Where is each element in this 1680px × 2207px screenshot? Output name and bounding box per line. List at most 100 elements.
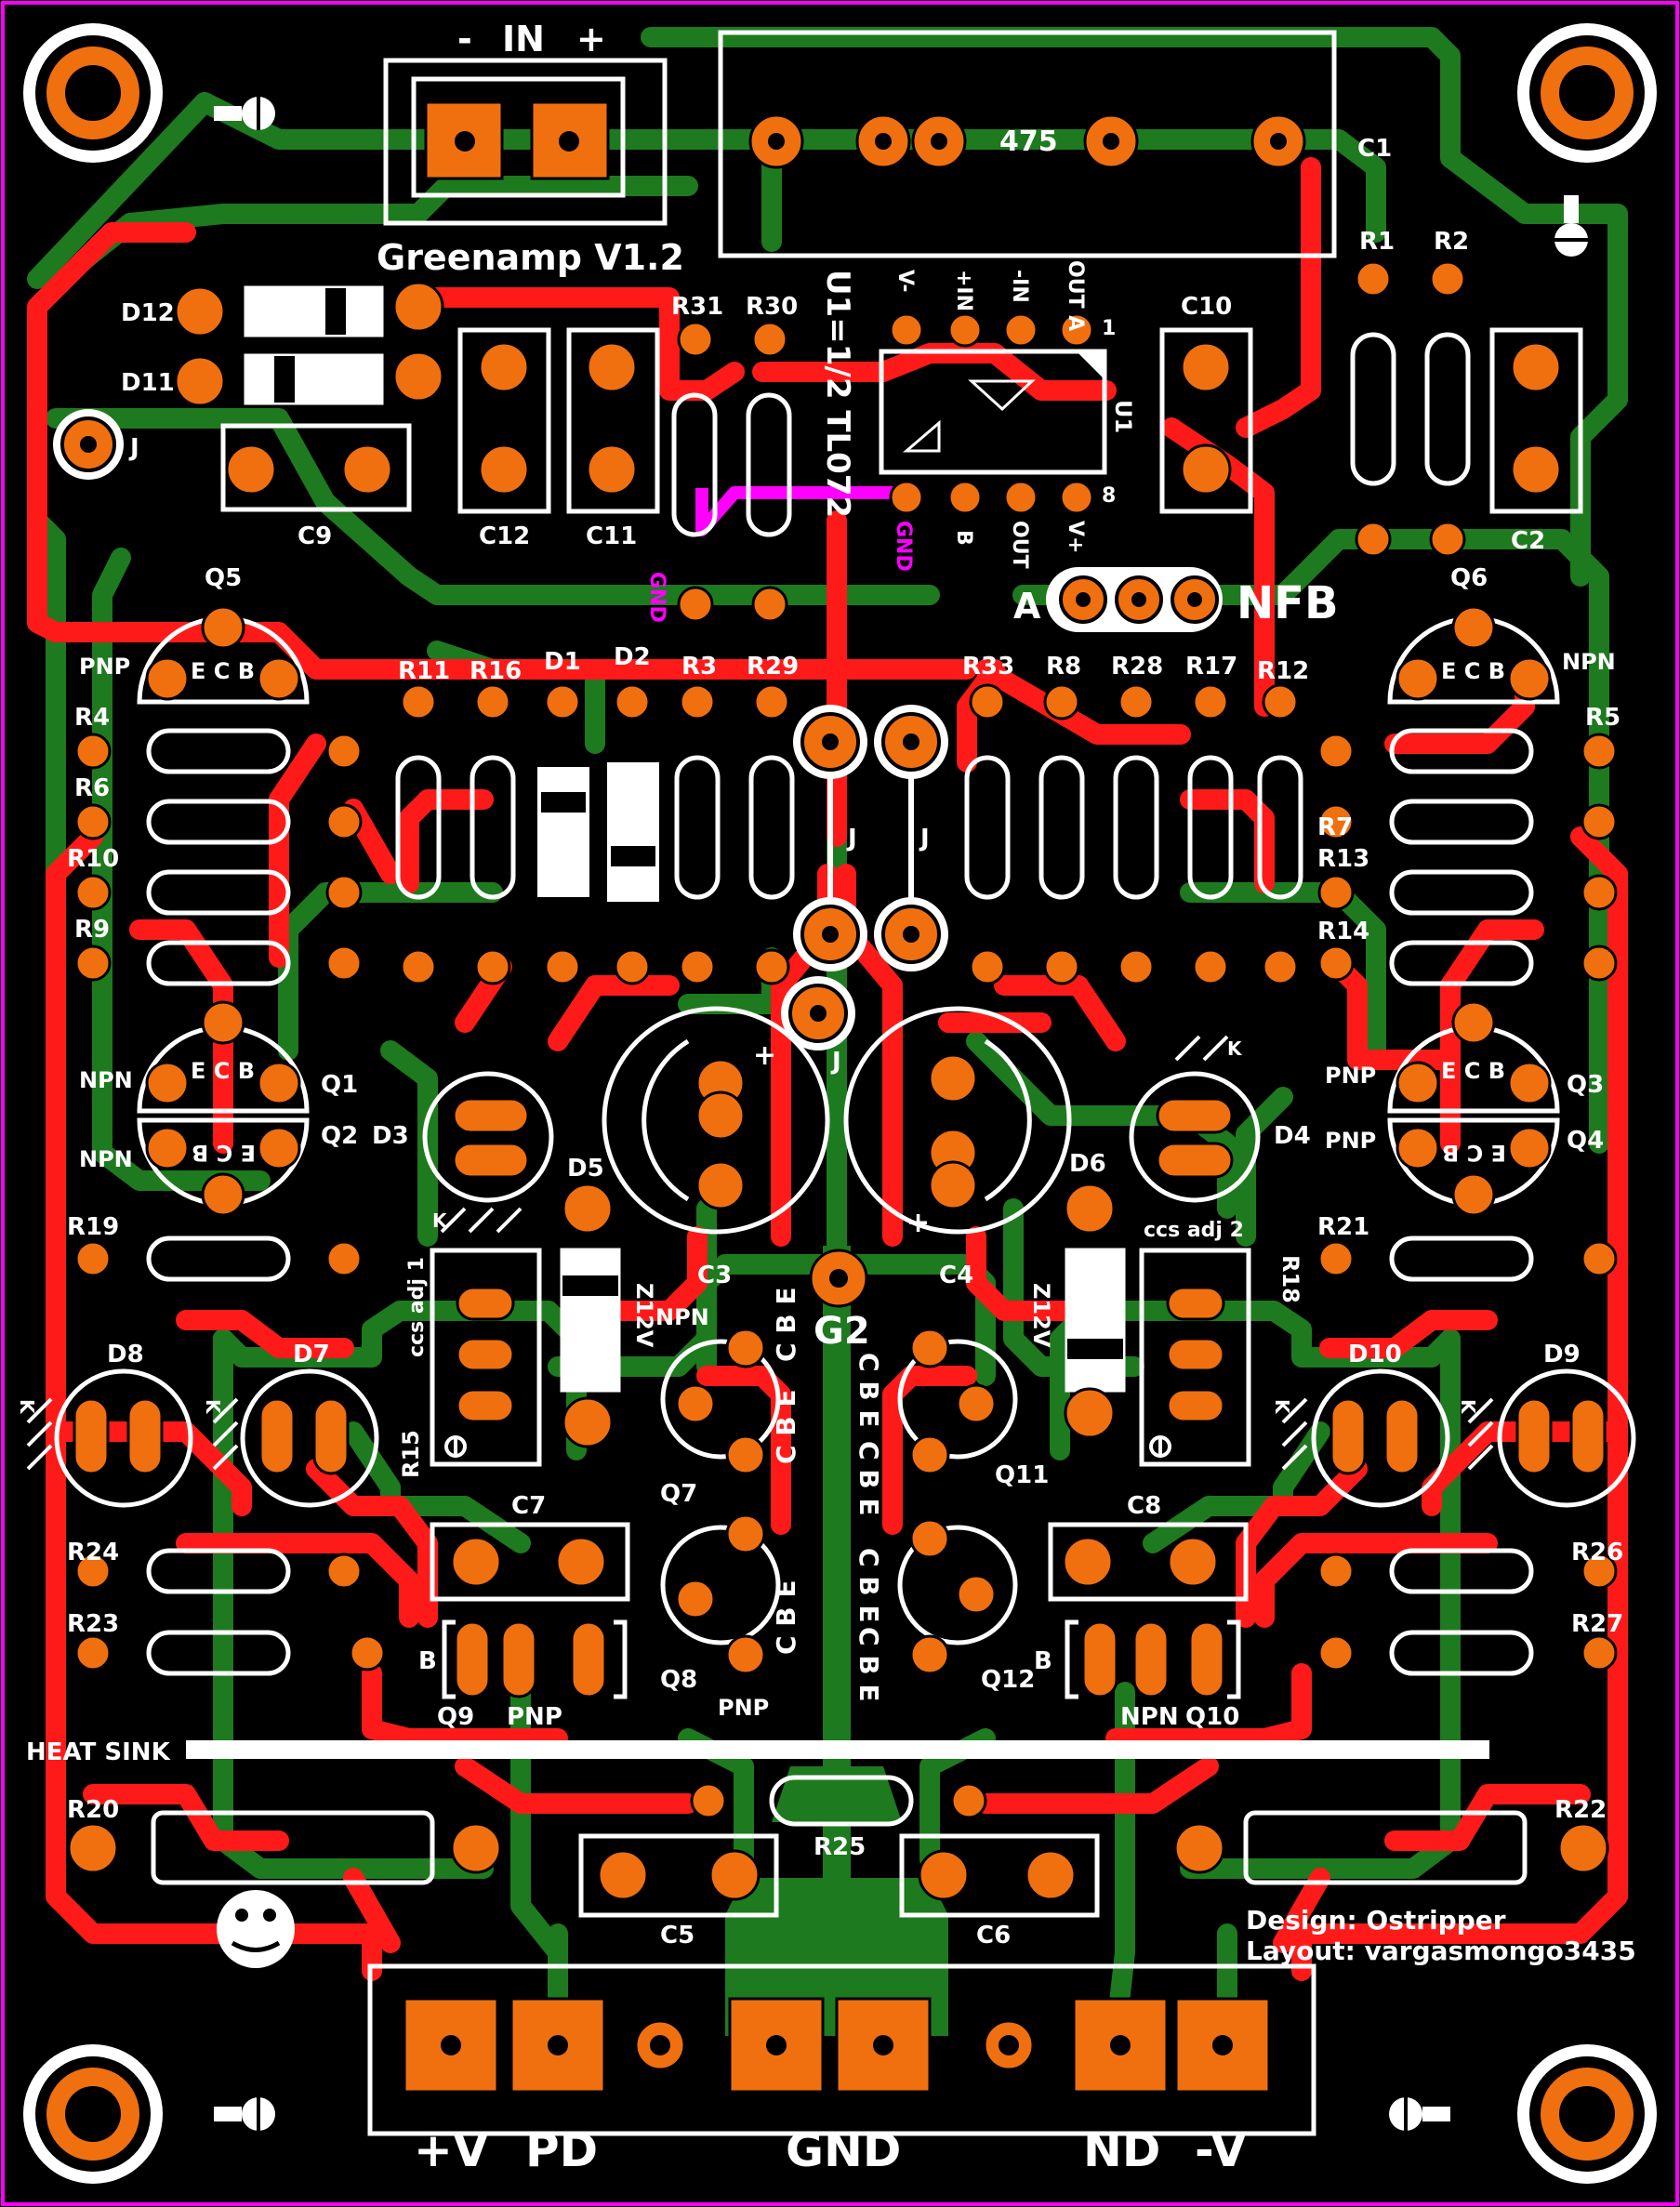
u1-pin-out: OUT: [1008, 521, 1031, 569]
screw-icons: [214, 97, 1588, 2131]
led-arrows: [26, 1035, 1494, 1471]
r21-outline: [1389, 1236, 1534, 1282]
label-d9-k: K: [1457, 1399, 1479, 1415]
r13-outline: [1389, 869, 1534, 916]
input-header-outline: [383, 58, 668, 226]
label-r28: R28: [1111, 653, 1163, 681]
r28-outline: [1113, 755, 1159, 900]
r20-outline: [151, 1810, 435, 1885]
c6-outline: [899, 1833, 1100, 1918]
c4-outline: [843, 1006, 1072, 1235]
u1-pin-vplus: V+: [1064, 521, 1087, 553]
c3-outline: [602, 1006, 830, 1235]
label-z12v-left: Z12V: [631, 1283, 657, 1348]
top-copper-layer: [27, 157, 1628, 1981]
r26-outline: [1389, 1548, 1534, 1594]
mounting-hole-bottom-left: [23, 2044, 163, 2184]
u1-pin-8: 8: [1102, 484, 1116, 508]
label-r12: R12: [1257, 657, 1309, 685]
label-c8: C8: [1127, 1492, 1161, 1520]
c8-outline: [1048, 1522, 1249, 1602]
screw-icon: [214, 97, 275, 130]
q12-outline: [897, 1525, 1018, 1645]
c7-outline: [430, 1522, 630, 1602]
mounting-holes: [23, 23, 1657, 2184]
label-j-lower: J: [830, 1048, 841, 1076]
q10-bracket: [1065, 1619, 1241, 1699]
label-d4: D4: [1274, 1122, 1311, 1150]
d6-band: [1067, 1339, 1123, 1359]
label-c10: C10: [1181, 293, 1232, 321]
label-c3: C3: [697, 1262, 732, 1289]
ccs-adj-1-outline: [430, 1248, 542, 1467]
r22-outline: [1243, 1810, 1528, 1885]
label-c4-plus: +: [906, 1207, 930, 1239]
r23-outline: [146, 1630, 291, 1676]
q8-outline: [660, 1525, 781, 1645]
label-r18: R18: [1277, 1255, 1303, 1303]
label-q1-type: NPN: [79, 1067, 133, 1093]
d5-band: [562, 1275, 618, 1296]
output-label-nd: ND: [1083, 2123, 1160, 2177]
d8-outline: [54, 1368, 193, 1508]
r1-outline: [1350, 332, 1396, 486]
label-c1: C1: [1357, 135, 1392, 163]
label-d4-k: K: [1227, 1037, 1243, 1060]
g2-label: G2: [814, 1310, 870, 1353]
c1-value: 475: [999, 126, 1058, 158]
r19-outline: [146, 1236, 291, 1282]
label-r14: R14: [1317, 918, 1369, 945]
label-c5: C5: [660, 1922, 694, 1949]
label-d10-k: K: [1271, 1399, 1293, 1415]
label-r33: R33: [962, 653, 1014, 681]
nfb-a-label: A: [1013, 586, 1041, 627]
label-c3-plus: +: [753, 1039, 776, 1072]
r17-outline: [1187, 755, 1234, 900]
label-q12-pins: C B E: [853, 1548, 884, 1623]
label-r13: R13: [1317, 845, 1369, 873]
ground-pour: [725, 1878, 948, 2036]
screw-icon: [1554, 195, 1588, 257]
layout-credit: Layout: vargasmongo3435: [1246, 1936, 1636, 1966]
label-r8: R8: [1046, 653, 1081, 681]
d2-body: [607, 762, 659, 902]
d11-band: [274, 356, 295, 403]
input-connector-outline: [411, 76, 626, 198]
label-r24: R24: [67, 1539, 119, 1566]
mounting-hole-bottom-right: [1517, 2044, 1657, 2184]
u1-pin-minus-in: -IN: [1008, 270, 1031, 303]
heat-sink-label: HEAT SINK: [26, 1738, 171, 1766]
label-r22: R22: [1554, 1796, 1607, 1824]
label-r1: R1: [1359, 228, 1395, 256]
gnd-jumper: [695, 486, 902, 536]
label-q12-pins-2: C B E: [853, 1627, 884, 1702]
label-r9: R9: [74, 916, 110, 944]
label-d8-k: K: [16, 1399, 38, 1415]
c11-outline: [566, 327, 660, 514]
resistor-outlines-vertical: [395, 332, 1471, 902]
label-r5: R5: [1585, 704, 1620, 732]
r31-outline: [671, 392, 718, 537]
r6-outline: [146, 799, 291, 845]
ground-bus-body: [772, 1766, 902, 1822]
c1-outline: [718, 30, 1337, 258]
r8-outline: [1038, 755, 1085, 900]
label-ccs-adj-2: ccs adj 2: [1144, 1219, 1244, 1242]
label-d7-k: K: [202, 1399, 224, 1415]
label-q3-pins: E C B: [1441, 1058, 1505, 1084]
r5-outline: [1389, 728, 1534, 774]
label-d3: D3: [372, 1122, 409, 1150]
u1-pin-out-a: OUT A: [1064, 260, 1087, 331]
screw-icon: [214, 2097, 275, 2131]
label-r7: R7: [1317, 813, 1353, 841]
label-d3-k: K: [432, 1209, 448, 1232]
d6-body: [1067, 1250, 1123, 1390]
r7-outline: [1389, 799, 1534, 845]
output-label-vplus: +V: [414, 2123, 489, 2177]
label-q5-type: PNP: [79, 654, 130, 680]
label-q7-pins-2: C B E: [771, 1389, 801, 1464]
label-r10: R10: [67, 845, 119, 873]
label-q10-b: B: [1034, 1647, 1052, 1675]
r30-outline: [746, 392, 792, 537]
